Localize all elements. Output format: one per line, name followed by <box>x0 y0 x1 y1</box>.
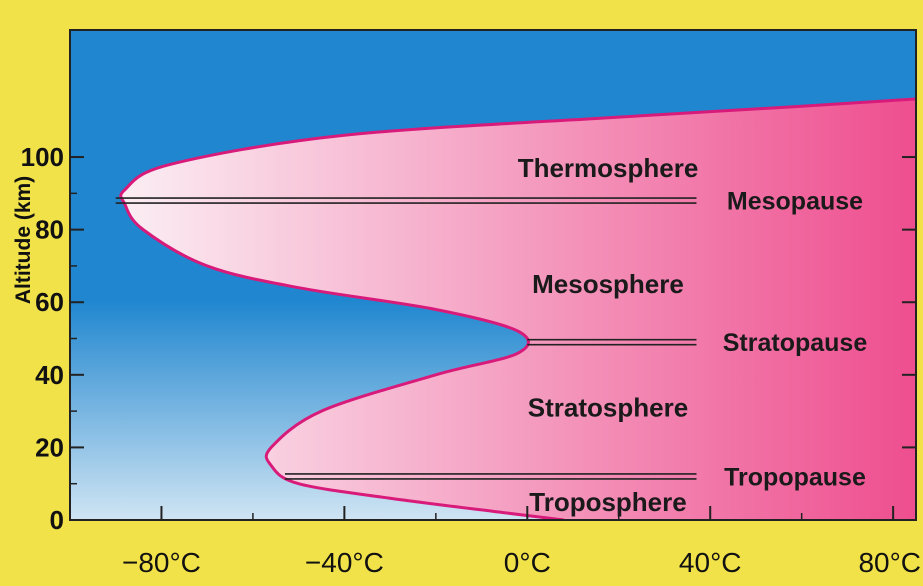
layer-label: Troposphere <box>529 487 686 517</box>
x-tick-label: −40°C <box>305 547 384 578</box>
x-tick-label: −80°C <box>122 547 201 578</box>
boundary-label: Tropopause <box>724 463 866 491</box>
x-tick-label: 40°C <box>679 547 742 578</box>
y-axis-label: Altitude (km) <box>12 176 35 304</box>
y-tick-label: 80 <box>35 215 64 245</box>
x-tick-label: 80°C <box>858 547 921 578</box>
y-tick-label: 60 <box>35 287 64 317</box>
layer-label: Thermosphere <box>518 153 699 183</box>
layer-label: Stratosphere <box>528 392 688 422</box>
x-tick-label: 0°C <box>504 547 551 578</box>
boundary-label: Mesopause <box>727 188 863 216</box>
y-tick-label: 20 <box>35 432 64 462</box>
warm-region <box>120 98 916 520</box>
y-tick-label: 0 <box>50 505 64 535</box>
layer-label: Mesosphere <box>532 269 684 299</box>
temperature-profile-curve <box>119 97 916 520</box>
boundary-label: Stratopause <box>723 329 868 357</box>
y-tick-label: 40 <box>35 360 64 390</box>
y-tick-label: 100 <box>21 142 64 172</box>
plot-frame <box>69 29 917 521</box>
